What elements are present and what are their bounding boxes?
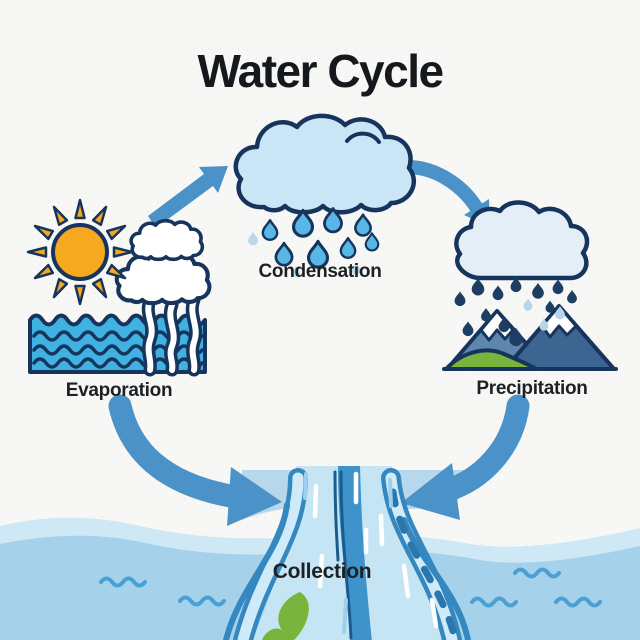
label-evaporation: Evaporation [65,380,173,401]
waterfall-icon [223,466,471,640]
page-title: Water Cycle [197,45,444,97]
arrow-evaporation-to-collection-icon [108,394,282,526]
arrow-evaporation-to-condensation-icon [148,166,228,228]
water-waves-icon [28,313,207,374]
evaporation-scene [26,198,210,377]
precipitation-scene [442,200,618,371]
arrow-precipitation-to-collection-icon [401,394,530,520]
steam-icon [117,218,210,377]
label-condensation: Condensation [258,261,382,282]
riverbank-green [262,592,309,640]
condensation-scene [236,116,414,278]
sun-icon [26,198,134,306]
label-precipitation: Precipitation [476,378,588,399]
label-collection: Collection [272,560,372,583]
precipitation-cloud-icon [454,200,590,281]
condensation-cloud-icon [236,116,414,213]
mountains-icon [442,304,618,371]
